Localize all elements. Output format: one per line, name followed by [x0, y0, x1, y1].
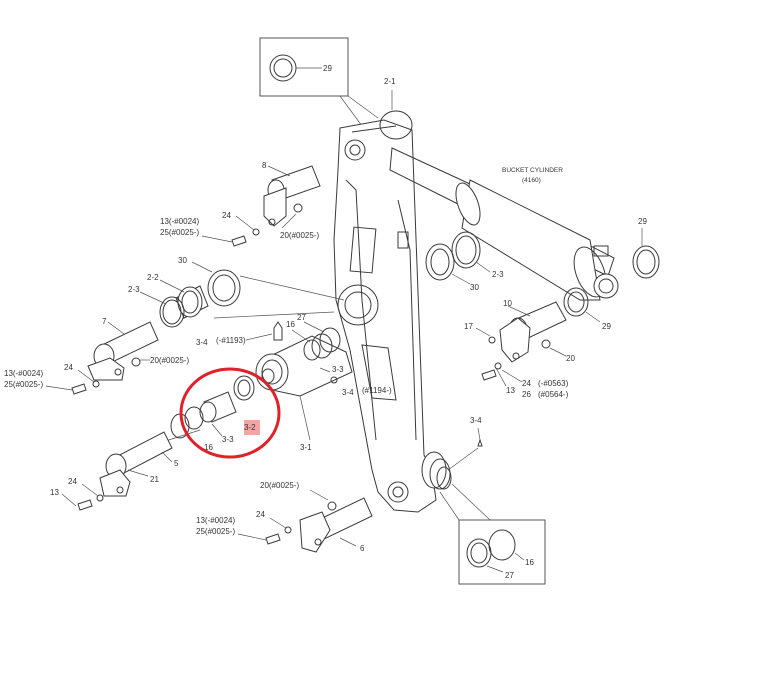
bucket-link-arm: 2-1	[333, 77, 437, 513]
label-10: 10	[503, 299, 512, 308]
pin-8: 8 24 13(-#0024) 25(#0025-) 20(#0025-)	[160, 161, 321, 247]
inset-box-top: 29	[259, 37, 379, 127]
label-29-right: 29	[638, 217, 647, 226]
label-6: 6	[360, 544, 365, 553]
pin-10-group: 29 10 20 17 13 24 (-#0563) 26 (#0564-)	[464, 287, 611, 399]
label-25-a: 25(#0025-)	[160, 228, 199, 237]
label-7: 7	[102, 317, 107, 326]
label-17: 17	[464, 322, 473, 331]
label-24-c: 24	[522, 379, 531, 388]
label-16-a: 16	[286, 320, 295, 329]
label-13-b: 13(-#0024)	[4, 369, 43, 378]
pin-5-group: 5 21 24 13	[50, 431, 179, 511]
label-30-left: 30	[178, 256, 187, 265]
label-1194: (#1194-)	[362, 386, 392, 395]
label-27-c: 27	[505, 571, 514, 580]
label-3-4-c: 3-4	[470, 416, 482, 425]
label-24-b: 24	[64, 363, 73, 372]
label-24-d: 24	[68, 477, 77, 486]
label-16-b: 16	[204, 443, 213, 452]
label-3-1: 3-1	[300, 443, 312, 452]
bucket-cylinder-label: BUCKET CYLINDER	[502, 167, 563, 174]
label-24-e: 24	[256, 510, 265, 519]
label-13-c: 13	[506, 386, 515, 395]
pin-6-group: 20(#0025-) 6 24 13(-#0024) 25(#0025-)	[196, 481, 373, 553]
label-25-b: 25(#0025-)	[4, 380, 43, 389]
label-13-d: 13	[50, 488, 59, 497]
label-3-3-a: 3-3	[332, 365, 344, 374]
label-2-2: 2-2	[147, 273, 159, 282]
label-3-4-a: 3-4	[196, 338, 208, 347]
label-3-2: 3-2	[244, 423, 256, 432]
label-29-mid: 29	[602, 322, 611, 331]
arm-lower-joint: 3-4	[421, 416, 483, 490]
label-2-3-left: 2-3	[128, 285, 140, 294]
bushing-group: 3-3 16 3-2	[170, 367, 281, 459]
label-13-a: 13(-#0024)	[160, 217, 199, 226]
label-0564: (#0564-)	[538, 390, 569, 399]
highlight-circle	[179, 367, 281, 459]
label-24-a: 24	[222, 211, 231, 220]
label-21: 21	[150, 475, 159, 484]
label-13-e: 13(-#0024)	[196, 516, 235, 525]
highlight-marker	[244, 420, 260, 435]
label-25-e: 25(#0025-)	[196, 527, 235, 536]
label-16-c: 16	[525, 558, 534, 567]
label-20-c: 20	[566, 354, 575, 363]
label-20-a: 20(#0025-)	[280, 231, 319, 240]
label-8: 8	[262, 161, 267, 170]
label-30-right: 30	[470, 283, 479, 292]
label-1193: (-#1193)	[216, 336, 246, 345]
label-2-1: 2-1	[384, 77, 396, 86]
label-5: 5	[174, 459, 179, 468]
label-3-3-b: 3-3	[222, 435, 234, 444]
label-0563: (-#0563)	[538, 379, 569, 388]
bucket-cylinder: BUCKET CYLINDER (4160)	[389, 147, 619, 301]
label-27-a: 27	[297, 313, 306, 322]
label-3-4-b: 3-4	[342, 388, 354, 397]
washer-29-right: 29	[632, 217, 660, 279]
label-20-d: 20(#0025-)	[260, 481, 299, 490]
bucket-cylinder-number: (4160)	[522, 177, 541, 184]
label-29-top: 29	[323, 64, 332, 73]
label-2-3-right: 2-3	[492, 270, 504, 279]
bushing-right-group: 30 2-3	[425, 231, 504, 292]
label-20-b: 20(#0025-)	[150, 356, 189, 365]
pin-7-group: 30 2-2 2-3 7 20(#0025-) 24 13(-#0024) 25…	[4, 256, 241, 395]
inset-box-bottom: 16 27	[439, 483, 546, 585]
label-26: 26	[522, 390, 531, 399]
